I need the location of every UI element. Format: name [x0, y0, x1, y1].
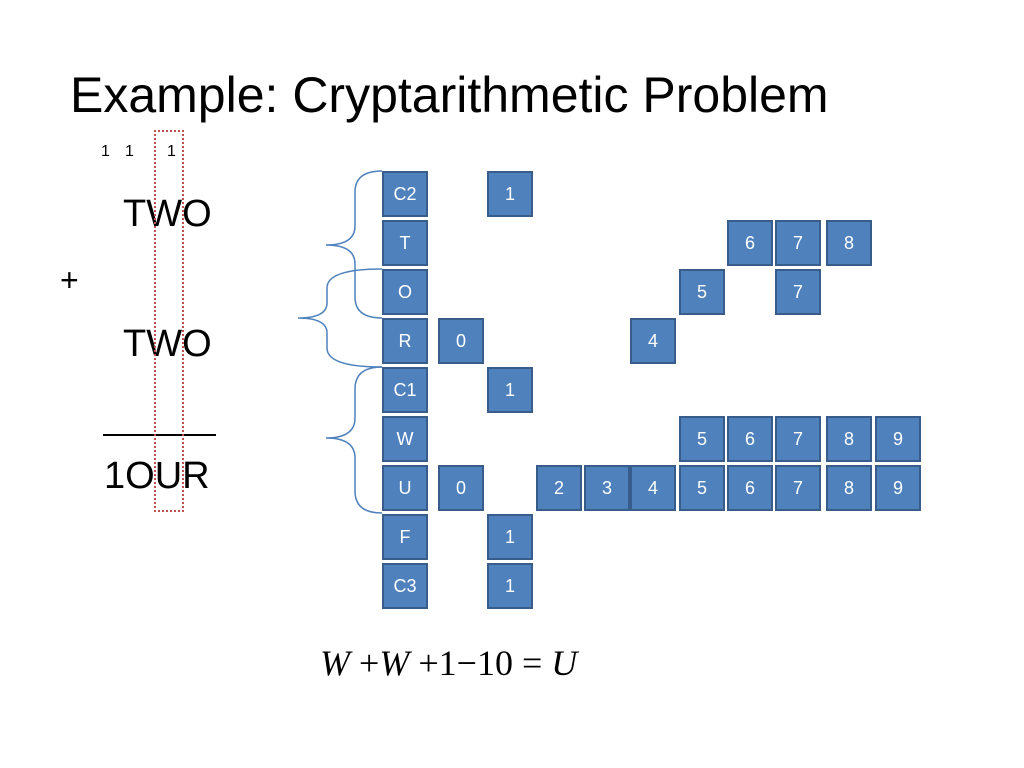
equation-w-first: W: [320, 643, 350, 683]
domain-value-cell-u-4: 4: [630, 465, 676, 511]
equation-equals: =: [521, 643, 543, 683]
domain-value-cell-r-4: 4: [630, 318, 676, 364]
domain-value-cell-w-8: 8: [826, 416, 872, 462]
brace-c1-w-u: [325, 366, 383, 514]
variable-cell-w: W: [382, 416, 428, 462]
equation: W +W +1−10 = U: [320, 642, 577, 684]
carry-digit-2: 1: [125, 143, 134, 160]
domain-value-cell-r-0: 0: [438, 318, 484, 364]
variable-cell-f: F: [382, 514, 428, 560]
equation-u: U: [551, 643, 578, 683]
domain-value-cell-u-8: 8: [826, 465, 872, 511]
variable-cell-o: O: [382, 269, 428, 315]
domain-value-cell-u-6: 6: [727, 465, 773, 511]
sum-underline: [103, 434, 216, 436]
domain-value-cell-u-9: 9: [875, 465, 921, 511]
domain-value-cell-w-6: 6: [727, 416, 773, 462]
variable-cell-c2: C2: [382, 171, 428, 217]
variable-cell-u: U: [382, 465, 428, 511]
column-highlight-box: [154, 130, 184, 512]
domain-value-cell-c2-1: 1: [487, 171, 533, 217]
equation-w-second: W: [379, 643, 410, 683]
brace-o-r: [297, 268, 383, 368]
domain-value-cell-t-8: 8: [826, 220, 872, 266]
domain-value-cell-u-7: 7: [775, 465, 821, 511]
equation-minus: −: [456, 643, 477, 683]
equation-plus-second: +: [418, 643, 439, 683]
domain-value-cell-u-2: 2: [536, 465, 582, 511]
equation-ten: 10: [476, 643, 513, 683]
domain-value-cell-c3-1: 1: [487, 563, 533, 609]
domain-value-cell-o-7: 7: [775, 269, 821, 315]
variable-cell-c1: C1: [382, 367, 428, 413]
carry-digit-3: 1: [167, 143, 176, 160]
domain-value-cell-t-7: 7: [775, 220, 821, 266]
variable-cell-t: T: [382, 220, 428, 266]
domain-value-cell-o-5: 5: [679, 269, 725, 315]
brace-c2-t-o: [325, 170, 383, 319]
domain-value-cell-w-7: 7: [775, 416, 821, 462]
domain-value-cell-c1-1: 1: [487, 367, 533, 413]
sum-word: 1OUR: [104, 455, 210, 497]
equation-one: 1: [438, 643, 457, 683]
domain-value-cell-u-3: 3: [584, 465, 630, 511]
carry-digit-1: 1: [101, 143, 110, 160]
domain-value-cell-t-6: 6: [727, 220, 773, 266]
variable-cell-c3: C3: [382, 563, 428, 609]
domain-value-cell-f-1: 1: [487, 514, 533, 560]
domain-value-cell-u-5: 5: [679, 465, 725, 511]
domain-value-cell-w-5: 5: [679, 416, 725, 462]
addend-1: TWO: [123, 193, 212, 235]
slide-title: Example: Cryptarithmetic Problem: [70, 67, 829, 123]
plus-sign: +: [60, 262, 79, 298]
domain-value-cell-w-9: 9: [875, 416, 921, 462]
equation-plus-first: +: [359, 643, 380, 683]
variable-cell-r: R: [382, 318, 428, 364]
domain-value-cell-u-0: 0: [438, 465, 484, 511]
addend-2: TWO: [123, 323, 212, 365]
